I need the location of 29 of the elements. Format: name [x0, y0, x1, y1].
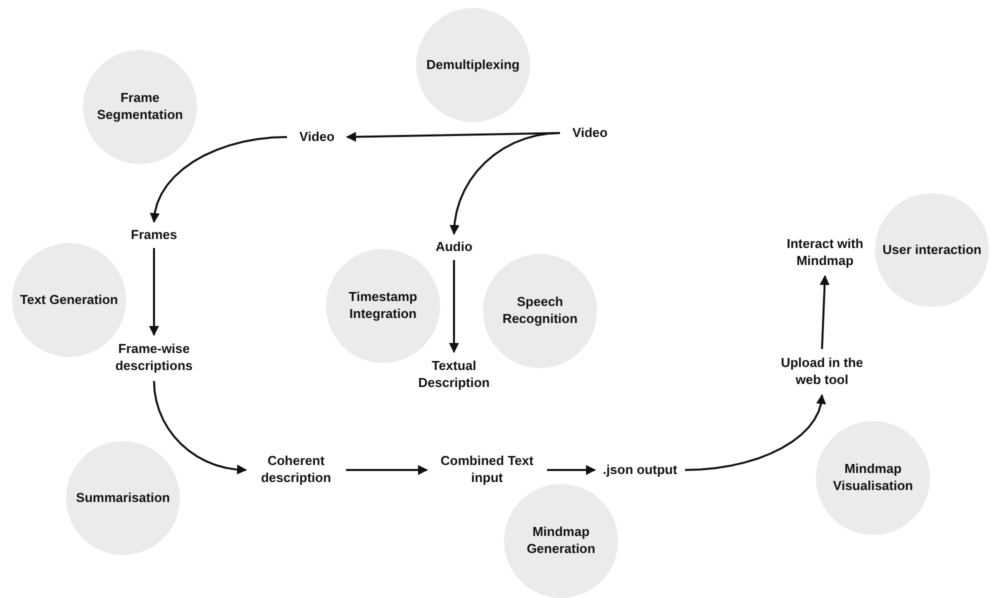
- flow-label: Coherent description: [260, 453, 332, 487]
- flow-label: Audio: [436, 238, 472, 256]
- flow-label: Frame-wise descriptions: [114, 341, 194, 375]
- flow-label: Video: [572, 124, 608, 142]
- step-label: Mindmap Generation: [526, 524, 596, 558]
- step-label: Summarisation: [75, 490, 171, 506]
- arrow: [449, 260, 459, 353]
- step-label: Demultiplexing: [425, 56, 521, 74]
- flow-label: Interact with Mindmap: [786, 236, 864, 270]
- arrow: [149, 248, 159, 336]
- arrow: [820, 275, 830, 350]
- arrow: [150, 136, 288, 223]
- flow-label: Textual Description: [417, 358, 491, 392]
- flow-label: .json output: [602, 462, 678, 478]
- arrow: [547, 465, 596, 475]
- arrow: [450, 132, 560, 235]
- arrow: [346, 465, 428, 475]
- step-label: User interaction: [882, 242, 982, 258]
- step-label: Frame Segmentation: [96, 90, 184, 124]
- flow-label: Video: [299, 128, 335, 146]
- flow-label: Frames: [130, 226, 178, 244]
- arrow: [153, 380, 247, 474]
- step-label: Speech Recognition: [501, 294, 579, 328]
- arrow: [684, 394, 826, 471]
- step-label: Mindmap Visualisation: [832, 461, 914, 495]
- step-label: Timestamp Integration: [348, 289, 418, 323]
- step-label: Text Generation: [19, 292, 119, 308]
- flow-label: Combined Text input: [440, 453, 534, 487]
- flow-label: Upload in the web tool: [780, 355, 864, 389]
